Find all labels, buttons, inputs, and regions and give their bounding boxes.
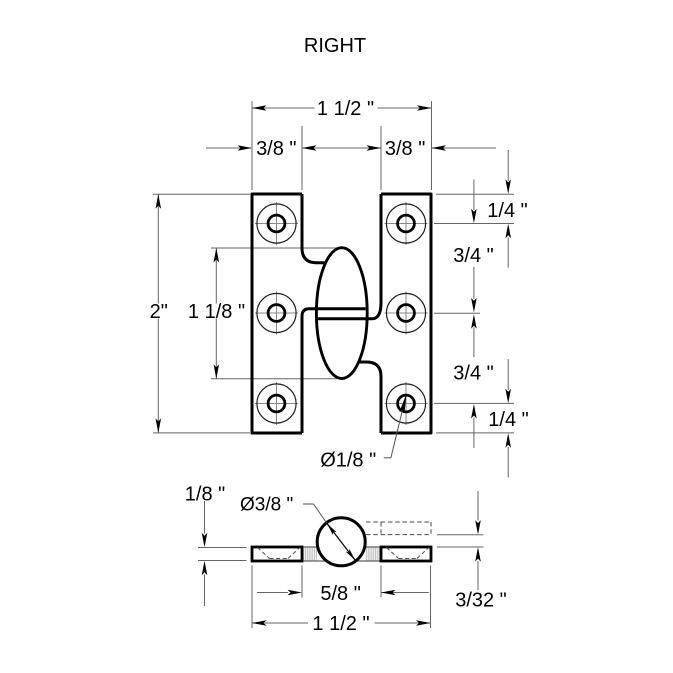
svg-text:1 1/2 ": 1 1/2 " xyxy=(317,98,374,120)
svg-text:1/4 ": 1/4 " xyxy=(487,200,527,222)
svg-text:Ø3/8 ": Ø3/8 " xyxy=(240,495,293,516)
svg-text:2": 2" xyxy=(150,301,168,323)
svg-text:3/4 ": 3/4 " xyxy=(453,363,493,385)
svg-text:3/4 ": 3/4 " xyxy=(453,245,493,267)
svg-text:Ø1/8 ": Ø1/8 " xyxy=(320,450,376,472)
svg-text:1 1/8 ": 1 1/8 " xyxy=(188,301,245,323)
svg-text:3/32 ": 3/32 " xyxy=(455,590,507,612)
svg-text:5/8 ": 5/8 " xyxy=(320,583,360,605)
svg-text:3/8 ": 3/8 " xyxy=(385,138,425,160)
svg-text:3/8 ": 3/8 " xyxy=(256,138,296,160)
svg-text:RIGHT: RIGHT xyxy=(304,35,366,57)
svg-text:1/8 ": 1/8 " xyxy=(185,484,225,506)
svg-text:1/4 ": 1/4 " xyxy=(488,409,528,431)
svg-text:1 1/2 ": 1 1/2 " xyxy=(312,613,369,635)
